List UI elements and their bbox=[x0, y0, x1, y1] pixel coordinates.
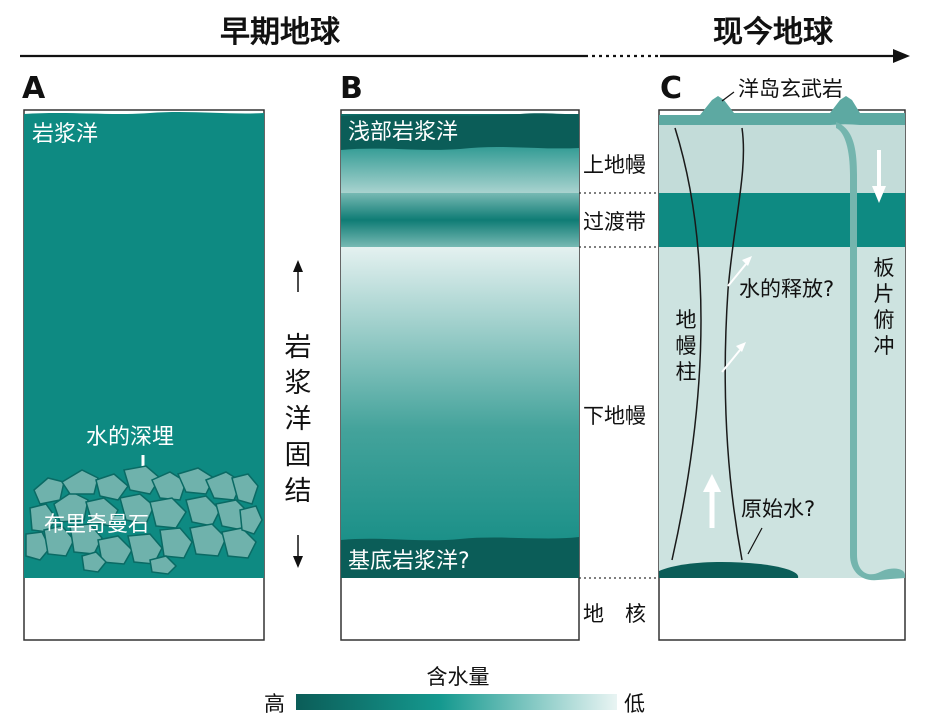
legend-high-label: 高 bbox=[264, 692, 285, 716]
shallow-magma-ocean-label: 浅部岩浆洋 bbox=[348, 120, 458, 145]
upper-mantle-layer-c bbox=[659, 118, 905, 193]
panel-a-letter: A bbox=[22, 71, 46, 106]
slab-subduction-char-4: 冲 bbox=[874, 334, 895, 358]
panel-b: B 浅部岩浆洋 基底岩浆洋? bbox=[340, 71, 580, 641]
ocean-island-basalt-label: 洋岛玄武岩 bbox=[738, 77, 843, 101]
up-arrow-icon bbox=[293, 260, 303, 272]
present-earth-title: 现今地球 bbox=[713, 15, 834, 50]
solidification-char-4: 固 bbox=[285, 440, 312, 471]
solidification-char-3: 洋 bbox=[285, 404, 312, 435]
mantle-plume-char-3: 柱 bbox=[676, 360, 697, 384]
panel-c: C 洋岛玄武岩 水的释放? 原始水? 地 幔 柱 板 片 俯 bbox=[658, 71, 906, 641]
lower-mantle-layer-b bbox=[341, 247, 579, 578]
bridgmanite-pile bbox=[25, 465, 263, 575]
transition-zone-layer-c bbox=[659, 193, 905, 247]
layer-labels: 上地幔 过渡带 下地幔 地 核 bbox=[579, 153, 659, 626]
mantle-plume-char-1: 地 bbox=[676, 308, 697, 332]
mantle-plume-char-2: 幔 bbox=[676, 334, 697, 358]
legend-title: 含水量 bbox=[427, 665, 490, 689]
slab-subduction-char-3: 俯 bbox=[874, 308, 895, 332]
water-release-arrow-upper bbox=[727, 263, 747, 287]
lower-mantle-layer-c bbox=[659, 247, 905, 578]
ocean-island-basalt-leader bbox=[721, 91, 735, 102]
water-release-arrow-lower bbox=[721, 349, 741, 373]
core-label: 地 核 bbox=[583, 602, 646, 626]
primordial-water-reservoir bbox=[659, 562, 799, 578]
upper-mantle-label: 上地幔 bbox=[583, 153, 646, 177]
basal-magma-ocean bbox=[341, 537, 579, 578]
primordial-water-label: 原始水? bbox=[741, 497, 815, 521]
solidification-char-5: 结 bbox=[285, 476, 312, 507]
legend-low-label: 低 bbox=[624, 692, 645, 716]
slab-subduction-char-2: 片 bbox=[874, 282, 895, 306]
legend-gradient-bar bbox=[296, 694, 617, 710]
water-burial-label: 水的深埋 bbox=[86, 425, 174, 450]
timeline-header: 早期地球 现今地球 bbox=[20, 15, 910, 63]
water-release-label: 水的释放? bbox=[739, 277, 834, 301]
timeline-arrowhead-icon bbox=[893, 49, 910, 63]
solidification-char-2: 浆 bbox=[285, 368, 312, 399]
bridgmanite-label: 布里奇曼石 bbox=[44, 512, 149, 536]
plume-upwelling-arrow-icon bbox=[703, 474, 721, 492]
subducting-slab bbox=[836, 122, 905, 581]
magma-ocean-area bbox=[24, 112, 264, 578]
oceanic-crust bbox=[659, 96, 905, 125]
primordial-water-leader bbox=[747, 527, 763, 555]
slab-subduction-char-1: 板 bbox=[874, 256, 895, 280]
magma-ocean-solidification: 岩 浆 洋 固 结 bbox=[285, 260, 312, 568]
down-arrow-icon bbox=[293, 556, 303, 568]
mantle-plume-left-edge bbox=[671, 127, 702, 561]
transition-zone-layer-b bbox=[341, 193, 579, 247]
panel-b-letter: B bbox=[340, 71, 363, 106]
panel-a: A 岩浆洋 水的深埋 bbox=[22, 71, 265, 641]
lower-mantle-label: 下地幔 bbox=[583, 404, 646, 428]
early-earth-title: 早期地球 bbox=[220, 15, 341, 50]
basal-magma-ocean-label: 基底岩浆洋? bbox=[348, 549, 470, 574]
panel-c-letter: C bbox=[660, 71, 682, 106]
solidification-char-1: 岩 bbox=[285, 332, 312, 363]
water-content-legend: 含水量 高 低 bbox=[264, 665, 645, 716]
transition-zone-label: 过渡带 bbox=[583, 210, 646, 234]
water-release-arrowhead-lower-icon bbox=[736, 342, 746, 352]
magma-ocean-label: 岩浆洋 bbox=[32, 122, 98, 147]
mantle-plume-right-edge bbox=[724, 127, 745, 561]
shallow-magma-ocean bbox=[341, 113, 579, 150]
slab-down-arrow-icon bbox=[872, 186, 886, 203]
water-release-arrowhead-upper-icon bbox=[742, 256, 752, 266]
